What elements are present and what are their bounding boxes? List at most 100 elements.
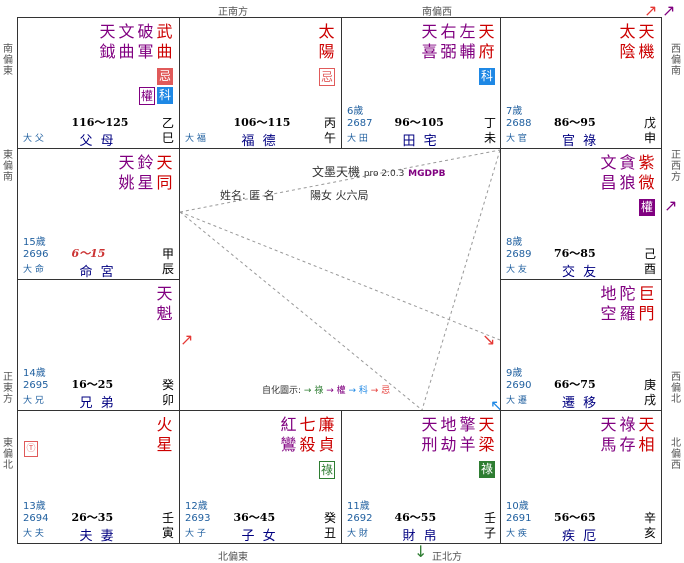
star-char: 火: [156, 415, 173, 434]
star-char: 廉: [318, 415, 335, 434]
star-char: 同: [156, 173, 173, 192]
star-char: 貪: [619, 153, 636, 172]
age-label: 15歲: [23, 237, 46, 248]
age-label: 13歲: [23, 501, 46, 512]
star-char: 殺: [299, 435, 316, 454]
decade-range: 16～25: [71, 378, 114, 391]
ganzhi: 丙午: [323, 116, 337, 146]
star-column: 火星: [156, 415, 173, 455]
ganzhi-char: 午: [323, 131, 336, 145]
arrow-icon-left-red: ↗: [180, 330, 194, 349]
hua-legend-lu: → 祿: [303, 386, 324, 396]
hua-badge-marker: Ⓣ: [24, 441, 38, 457]
decade-palace-label: 大 財: [347, 529, 368, 539]
star-char: 天: [118, 153, 135, 172]
hua-badges: 忌權科: [139, 66, 173, 105]
star-column: 祿存: [619, 415, 636, 455]
direction-label-left-south-east: 南偏東: [3, 44, 13, 77]
age-label: 9歲: [506, 368, 523, 379]
ganzhi-char: 酉: [643, 262, 656, 276]
direction-label-right-west-north: 西偏北: [671, 372, 681, 405]
star-column: 陀羅: [619, 284, 636, 324]
ganzhi-char: 丁: [483, 116, 496, 130]
star-char: 門: [638, 304, 655, 323]
direction-label-top-south-west: 南偏西: [422, 7, 452, 18]
direction-label-bottom-north: 正北方: [432, 552, 462, 563]
hua-legend: 自化圖示: → 祿 → 權 → 科 → 忌: [262, 383, 390, 396]
star-column: 天姚: [118, 153, 135, 193]
star-char: 微: [638, 173, 655, 192]
star-char: 破: [137, 22, 154, 41]
star-column: 七殺: [299, 415, 316, 455]
star-char: 天: [478, 415, 495, 434]
star-char: 天: [99, 22, 116, 41]
person-name: 姓名: 匿 名: [220, 189, 275, 202]
decade-palace-label: 大 兄: [23, 396, 44, 406]
hua-legend-ke: → 科: [348, 386, 368, 396]
palace-name: 疾 厄: [562, 529, 599, 544]
star-column: 巨門: [638, 284, 655, 324]
palace-name: 子 女: [241, 529, 278, 544]
ganzhi-char: 戌: [643, 393, 656, 407]
star-column: 右弼: [440, 22, 457, 62]
star-column: 文曲: [118, 22, 135, 62]
ganzhi-char: 子: [483, 526, 496, 540]
star-char: 紅: [280, 415, 297, 434]
star-column: 地劫: [440, 415, 457, 455]
age-year: 2691: [506, 513, 532, 524]
age-label: 10歲: [506, 501, 529, 512]
star-column: 天同: [156, 153, 173, 193]
star-column: 紅鸞: [280, 415, 297, 455]
star-char: 輔: [459, 42, 476, 61]
app-title: 文墨天機 pro 2.0.3 MGDPB: [312, 163, 445, 180]
star-column: 天府: [478, 22, 495, 62]
decade-palace-label: 大 疾: [506, 529, 527, 539]
ganzhi: 壬子: [483, 511, 497, 541]
star-char: 機: [638, 42, 655, 61]
star-char: 文: [118, 22, 135, 41]
hua-legend-ji: → 忌: [370, 386, 391, 396]
star-char: 曲: [156, 42, 173, 61]
star-column: 天相: [638, 415, 655, 455]
decade-palace-label: 大 命: [23, 265, 44, 275]
ganzhi: 戊申: [643, 116, 657, 146]
arrow-icon-right-red: ↘: [482, 330, 496, 349]
star-char: 空: [600, 304, 617, 323]
star-char: 陀: [619, 284, 636, 303]
palace-name: 命 宮: [79, 265, 116, 280]
star-column: 擎羊: [459, 415, 476, 455]
decade-palace-label: 大 福: [185, 134, 206, 144]
star-char: 祿: [619, 415, 636, 434]
triangle-line: [179, 149, 501, 213]
hua-badge-ji: 忌: [157, 68, 173, 85]
star-char: 星: [137, 173, 154, 192]
star-char: 天: [421, 22, 438, 41]
star-char: 羊: [459, 435, 476, 454]
star-char: 存: [619, 435, 636, 454]
age-label: 14歲: [23, 368, 46, 379]
star-char: 文: [600, 153, 617, 172]
palace-name: 遷 移: [562, 396, 599, 411]
palace-name: 父 母: [79, 134, 116, 149]
star-column: 天機: [638, 22, 655, 62]
ganzhi-char: 申: [643, 131, 656, 145]
star-group: 天梁擎羊地劫天刑: [421, 415, 495, 455]
star-char: 地: [440, 415, 457, 434]
star-char: 相: [638, 435, 655, 454]
palace-name: 福 德: [241, 134, 278, 149]
hua-badge-quan: 權: [639, 199, 655, 216]
